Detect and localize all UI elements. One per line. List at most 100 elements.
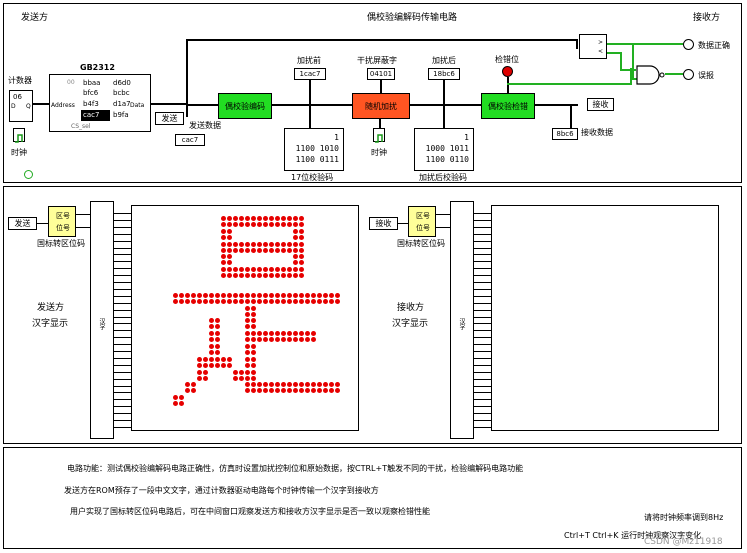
led-dot <box>215 298 220 304</box>
led-dot <box>227 362 232 368</box>
mask-input[interactable]: 04101 <box>367 68 395 80</box>
driver-pin <box>474 240 491 242</box>
led-dot <box>299 234 304 240</box>
wire <box>379 119 381 128</box>
wire <box>380 80 382 93</box>
send-tunnel[interactable]: 发送 <box>155 112 184 125</box>
random-noise-block[interactable]: 随机加扰 <box>352 93 410 119</box>
gb-caption-left: 国标转区位码 <box>37 239 85 248</box>
led-dot <box>233 292 238 298</box>
led-dot <box>293 234 298 240</box>
led-dot <box>263 273 268 279</box>
gb-to-quwei-receiver[interactable]: 区号 位号 <box>408 206 436 237</box>
led-dot <box>275 267 280 273</box>
clock-source-2[interactable] <box>373 128 385 143</box>
receive-tunnel-mid[interactable]: 接收 <box>369 217 398 230</box>
led-dot <box>239 247 244 253</box>
gb-to-quwei-sender[interactable]: 区号 位号 <box>48 206 76 237</box>
wire <box>398 223 408 224</box>
led-dot <box>245 222 250 227</box>
driver-pin <box>474 261 491 263</box>
led-dot <box>299 388 304 394</box>
led-dot <box>185 388 190 394</box>
clock-wave-icon <box>375 134 383 143</box>
reset-pin-icon[interactable] <box>24 170 33 179</box>
led-dot <box>287 241 292 247</box>
led-dot <box>269 292 274 298</box>
led-dot <box>287 331 292 337</box>
led-dot <box>293 254 298 260</box>
led-dot <box>281 388 286 394</box>
led-dot <box>263 267 268 273</box>
led-dot <box>245 356 250 362</box>
led-dot <box>323 388 328 394</box>
driver-pin <box>474 288 491 290</box>
send-tunnel-mid[interactable]: 发送 <box>8 217 37 230</box>
even-parity-encoder[interactable]: 偶校验编码 <box>218 93 272 119</box>
wire <box>309 80 311 104</box>
led-dot <box>209 362 214 368</box>
led-dot <box>281 247 286 253</box>
output-pin-error[interactable] <box>683 69 694 80</box>
wire <box>570 104 572 129</box>
led-dot <box>221 298 226 304</box>
led-dot <box>227 267 232 273</box>
rom-cell-selected: cac7 <box>83 111 100 119</box>
led-dot <box>191 388 196 394</box>
rom-cell: b4f3 <box>83 100 99 108</box>
led-dot <box>317 388 322 394</box>
circuit-panel: 发送方 偶校验编解码传输电路 接收方 计数器 06 D Q 时钟 GB2312 … <box>3 3 742 183</box>
led-dot <box>221 292 226 298</box>
receiver-driver-chip[interactable]: 汉字 <box>450 201 474 439</box>
led-dot <box>191 298 196 304</box>
led-dot <box>299 292 304 298</box>
rom-chip[interactable]: 00 bbaa d6d0 bfc6 bcbc b4f3 d1a7 cac7 b9… <box>49 74 151 132</box>
led-dot <box>293 298 298 304</box>
led-dot <box>251 369 256 375</box>
led-dot <box>209 331 214 337</box>
clock-source-1[interactable] <box>13 128 25 143</box>
and-gate-icon[interactable] <box>636 65 668 85</box>
led-dot <box>329 382 334 388</box>
led-dot <box>227 356 232 362</box>
led-dot <box>299 254 304 260</box>
bit-row: 1100 0111 <box>295 155 339 164</box>
led-dot <box>287 292 292 298</box>
driver-pin <box>474 295 491 297</box>
led-dot <box>245 388 250 394</box>
driver-pin <box>114 219 131 221</box>
before-noise-probe: 1cac7 <box>294 68 326 80</box>
desc-line-3: 用户实现了国标转区位码电路后，可在中间窗口观察发送方和接收方汉字显示是否一致以观… <box>70 507 430 516</box>
led-dot <box>281 298 286 304</box>
receive-tunnel[interactable]: 接收 <box>587 98 614 111</box>
led-dot <box>311 331 316 337</box>
led-dot <box>329 388 334 394</box>
even-parity-checker[interactable]: 偶校验检错 <box>481 93 535 119</box>
led-dot <box>233 273 238 279</box>
driver-pin <box>114 426 131 428</box>
led-dot <box>251 356 256 362</box>
rom-addr-label: 00 <box>67 79 75 86</box>
driver-pin <box>114 247 131 249</box>
send-data-label: 发送数据 <box>189 121 221 130</box>
sender-driver-chip[interactable]: 汉字 <box>90 201 114 439</box>
comparator[interactable]: > < <box>579 34 607 59</box>
led-dot <box>305 292 310 298</box>
led-dot <box>305 388 310 394</box>
output-pin-correct[interactable] <box>683 39 694 50</box>
led-dot <box>239 375 244 381</box>
led-dot <box>263 247 268 253</box>
led-dot <box>263 241 268 247</box>
green-wire <box>620 69 636 71</box>
led-dot <box>245 267 250 273</box>
led-dot <box>257 222 262 227</box>
driver-pin <box>114 371 131 373</box>
led-dot <box>251 324 256 330</box>
driver-pin <box>474 330 491 332</box>
led-dot <box>281 222 286 227</box>
counter-register[interactable]: 06 D Q <box>9 90 33 122</box>
driver-pin <box>474 254 491 256</box>
led-dot <box>317 298 322 304</box>
led-dot <box>299 228 304 234</box>
led-dot <box>293 382 298 388</box>
